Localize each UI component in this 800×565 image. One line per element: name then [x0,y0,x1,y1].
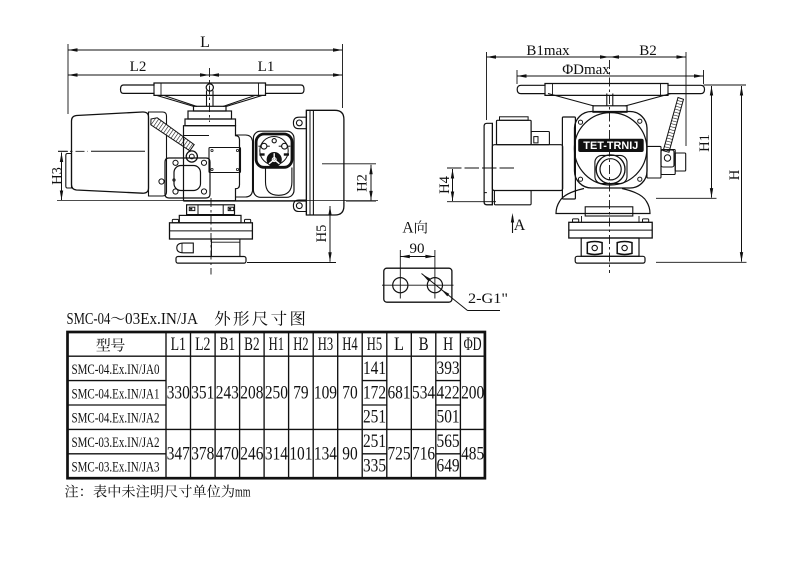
svg-text:B2: B2 [244,334,259,355]
svg-text:SMC-04.Ex.IN/JA1: SMC-04.Ex.IN/JA1 [72,386,160,402]
svg-text:351: 351 [191,382,214,403]
svg-text:565: 565 [437,431,460,452]
svg-text:H3: H3 [318,334,333,355]
svg-text:422: 422 [437,382,460,403]
svg-text:70: 70 [342,382,357,403]
svg-text:H5: H5 [314,225,330,243]
svg-text:200: 200 [461,382,484,403]
svg-text:501: 501 [437,407,460,428]
svg-text:L1: L1 [258,59,275,75]
svg-text:B2: B2 [639,43,657,59]
svg-text:470: 470 [216,443,239,464]
svg-text:172: 172 [363,382,386,403]
svg-text:H4: H4 [437,175,453,193]
svg-text:335: 335 [363,456,386,477]
svg-text:L: L [394,334,404,355]
svg-text:SMC-04.Ex.IN/JA2: SMC-04.Ex.IN/JA2 [72,411,160,427]
svg-text:B1: B1 [220,334,235,355]
svg-text:H1: H1 [269,334,284,355]
svg-text:208: 208 [240,382,263,403]
svg-text:H3: H3 [50,167,66,185]
svg-text:H: H [443,334,453,355]
svg-text:H2: H2 [355,174,371,192]
svg-text:109: 109 [314,382,337,403]
svg-text:251: 251 [363,431,386,452]
svg-text:L1: L1 [171,334,186,355]
svg-text:134: 134 [314,443,338,464]
svg-text:ΦDmax: ΦDmax [562,62,610,78]
svg-text:L2: L2 [130,59,147,75]
svg-text:90: 90 [410,241,425,257]
svg-text:TET-TRNIJ: TET-TRNIJ [583,140,638,152]
svg-text:H5: H5 [367,334,382,355]
svg-text:mm: mm [235,485,251,501]
svg-text:681: 681 [387,382,410,403]
svg-text:90: 90 [342,443,357,464]
svg-text:534: 534 [412,382,436,403]
svg-text:H4: H4 [342,334,358,355]
svg-text:A: A [514,217,526,234]
svg-text:B1max: B1max [526,43,570,59]
svg-text:2-G1": 2-G1" [468,291,508,307]
svg-text:03Ex.IN/JA: 03Ex.IN/JA [125,309,199,328]
svg-text:141: 141 [363,358,386,379]
svg-text:378: 378 [191,443,214,464]
svg-text:485: 485 [461,443,484,464]
svg-text:H1: H1 [697,134,713,152]
svg-text:SMC-03.Ex.IN/JA3: SMC-03.Ex.IN/JA3 [72,460,160,476]
svg-text:SMC-04.Ex.IN/JA0: SMC-04.Ex.IN/JA0 [72,362,160,378]
svg-text:SMC-04: SMC-04 [67,309,111,328]
svg-text:243: 243 [216,382,239,403]
svg-text:251: 251 [363,407,386,428]
svg-text:347: 347 [167,443,190,464]
svg-text:250: 250 [265,382,288,403]
svg-text:393: 393 [437,358,460,379]
svg-text:H: H [727,169,743,180]
svg-text:716: 716 [412,443,435,464]
svg-text:101: 101 [289,443,312,464]
svg-text:246: 246 [240,443,263,464]
svg-text:79: 79 [293,382,308,403]
svg-text:A: A [402,220,414,237]
svg-text:L: L [200,34,210,51]
svg-text:B: B [419,334,429,355]
svg-text:649: 649 [437,456,460,477]
svg-text:SMC-03.Ex.IN/JA2: SMC-03.Ex.IN/JA2 [72,435,160,451]
svg-text:L2: L2 [195,334,210,355]
svg-text:330: 330 [167,382,190,403]
svg-text:725: 725 [387,443,410,464]
svg-text:H2: H2 [293,334,308,355]
svg-text:ΦD: ΦD [464,334,482,355]
svg-text:314: 314 [265,443,289,464]
